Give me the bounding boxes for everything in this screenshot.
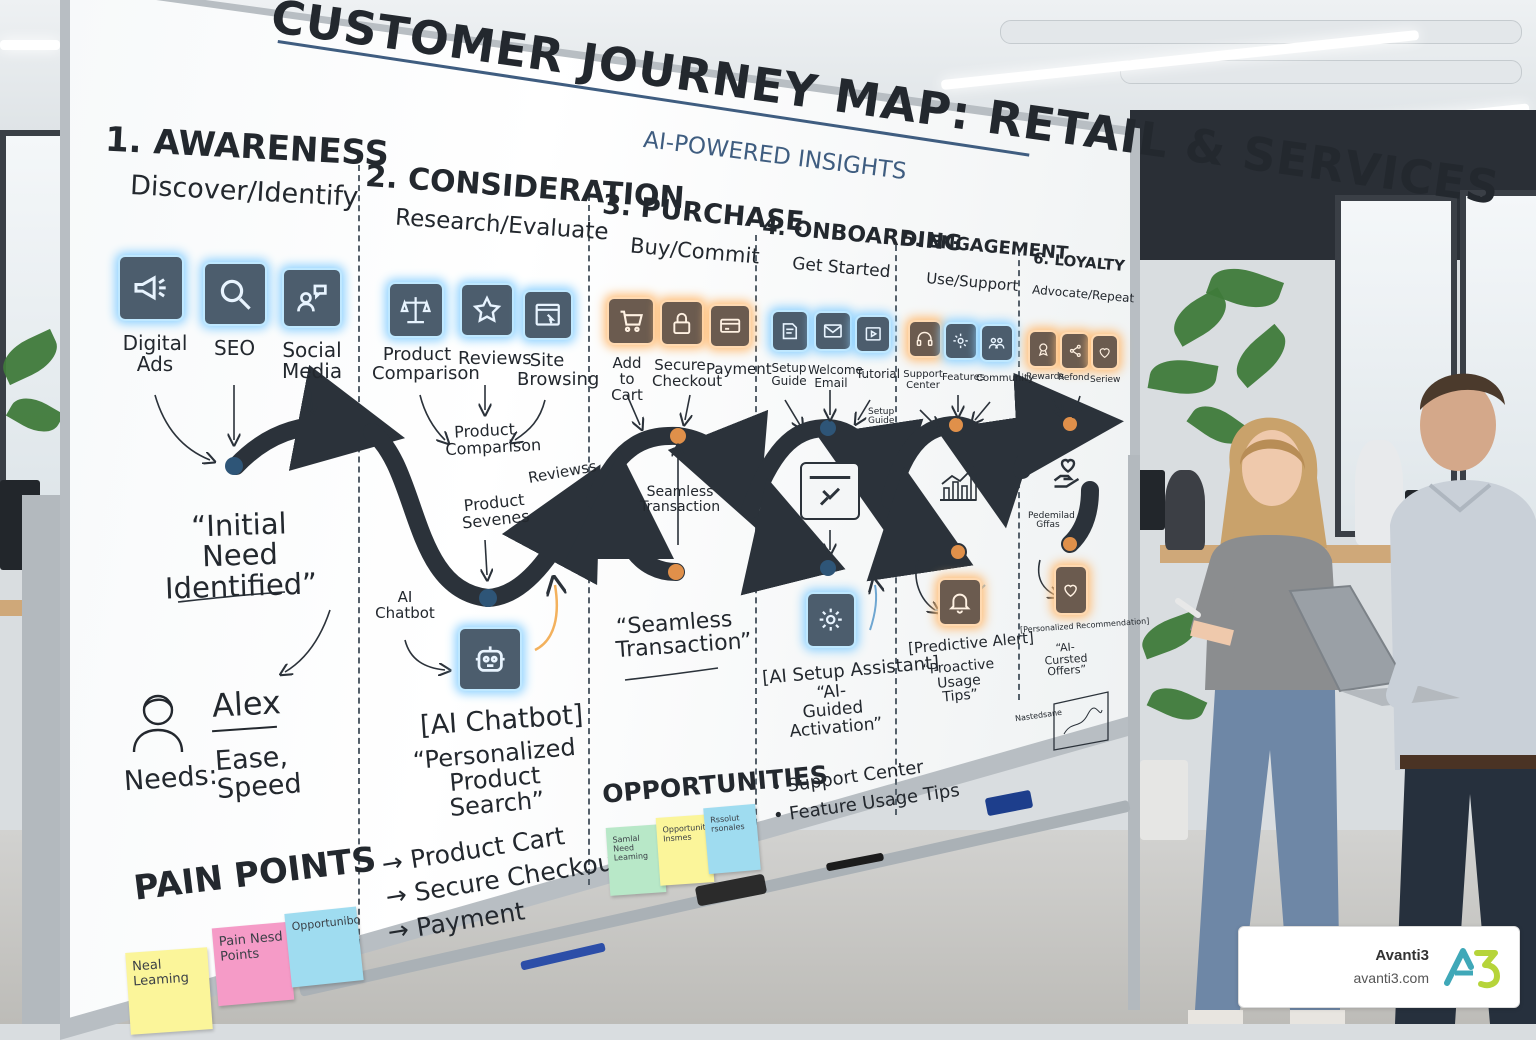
touchpoint-payment: Payment <box>706 360 772 378</box>
browser-icon <box>523 290 573 340</box>
flow-label: Seamless Transaction <box>640 484 721 515</box>
headset-icon <box>908 320 942 358</box>
robot-icon <box>458 627 522 691</box>
touchpoint-tutorial: Tutorial <box>856 367 901 381</box>
touchpoint-site-browsing: Site Browsing <box>517 350 600 390</box>
touchpoint-secure-checkout: Secure Checkout <box>652 356 723 390</box>
sticky-note: Opportunibo <box>284 906 364 988</box>
touchpoint-add-to-cart: Add to Cart <box>611 354 643 404</box>
ai-desc-chatbot: “Personalized Product Search” <box>411 732 577 823</box>
ceiling-duct <box>1000 20 1522 44</box>
ceiling-duct <box>1120 60 1522 84</box>
setup-window-icon <box>800 462 860 520</box>
purchase-quote: “Seamless Transaction” <box>615 606 753 664</box>
sticky-note: Pain Nesd Points <box>211 921 295 1007</box>
share-icon <box>1060 332 1090 370</box>
growth-chart-icon <box>940 466 977 501</box>
gear-icon <box>944 322 978 360</box>
persona-name: Alex <box>211 683 282 725</box>
touchpoint-setup-guide: Setup Guide <box>771 361 807 388</box>
book-icon <box>771 310 809 352</box>
star-icon <box>460 283 514 337</box>
touchpoint-product-comparison: Product Comparison <box>372 344 480 384</box>
brand-logo <box>1444 948 1500 989</box>
stage-divider <box>358 155 360 975</box>
touchpoint-rewards: Rewards <box>1026 372 1065 382</box>
ai-desc-predictive-alert: “Proactive Usage Tips” <box>922 655 995 706</box>
touchpoint-refond: Refond <box>1058 373 1090 383</box>
card-icon <box>709 304 751 348</box>
gear-icon <box>806 592 856 648</box>
sticky-note: Neal Leaming <box>125 947 213 1035</box>
lock-icon <box>660 300 704 346</box>
touchpoint-seo: SEO <box>214 336 256 360</box>
scales-icon <box>388 282 444 338</box>
magnifier-icon <box>203 262 267 326</box>
flow-label: AI Chatbot <box>375 588 435 622</box>
touchpoint-support-center: Support Center <box>903 369 943 391</box>
people-chat-icon <box>282 268 342 328</box>
megaphone-icon <box>118 255 184 321</box>
ai-desc-recommendation: “AI-Cursted Offers” <box>1044 640 1088 679</box>
touchpoint-seriew: Seriew <box>1090 375 1121 385</box>
touchpoint-digital-ads: Digital Ads <box>122 331 188 376</box>
cart-icon <box>607 297 655 345</box>
monitor <box>1135 470 1165 530</box>
brand-url: avanti3.com <box>1353 970 1429 986</box>
ceiling-light <box>0 40 60 50</box>
flow-label: Product Comparison <box>444 419 542 459</box>
touchpoint-community: Community <box>976 373 1034 384</box>
flow-label: Setup Guide <box>868 407 895 427</box>
flow-label: Pedemilad Gffas <box>1028 511 1075 531</box>
ai-desc-setup-assistant: “AI-Guided Activation” <box>788 680 884 742</box>
touchpoint-welcome-email: Welcome Email <box>808 363 863 390</box>
whiteboard-stand-left <box>22 495 60 1024</box>
background-person <box>1165 470 1205 550</box>
envelope-icon <box>814 311 852 351</box>
heart-icon <box>1054 565 1088 615</box>
heart-icon <box>1091 334 1119 370</box>
persona-needs: Ease, Speed <box>213 741 303 806</box>
medal-icon <box>1028 330 1058 368</box>
sticky-note: Rssolut rsonales <box>703 803 761 875</box>
community-icon <box>980 324 1014 362</box>
whiteboard-stand-right <box>1128 455 1140 1010</box>
persona-avatar-icon <box>132 694 184 753</box>
video-icon <box>855 315 891 353</box>
bell-icon <box>938 578 982 626</box>
heart-hand-icon <box>1053 458 1080 488</box>
awareness-quote: “Initial Need Identified” <box>164 506 318 606</box>
touchpoint-reviews: Reviews <box>458 348 532 369</box>
touchpoint-social-media: Social Media <box>282 338 343 383</box>
man-with-laptop <box>1288 373 1536 1024</box>
touchpoint-features: Features <box>942 372 985 383</box>
brand-watermark: Avanti3 avanti3.com <box>1238 926 1520 1008</box>
persona-needs-label: Needs: <box>122 759 219 798</box>
brand-name: Avanti3 <box>1375 947 1429 964</box>
sketch-box <box>1053 691 1109 751</box>
plant-pot <box>1140 760 1188 840</box>
